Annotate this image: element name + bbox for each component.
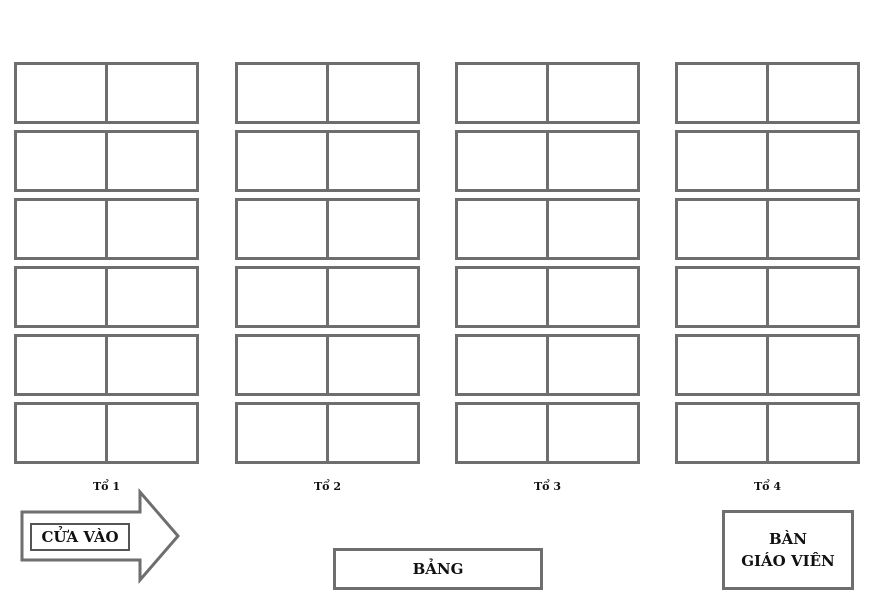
desk-seat bbox=[766, 133, 857, 189]
teacher-desk: BÀN GIÁO VIÊN bbox=[722, 510, 854, 590]
student-desk bbox=[235, 198, 420, 260]
desk-seat bbox=[326, 133, 417, 189]
group-label: Tổ 4 bbox=[753, 480, 781, 493]
desk-seat bbox=[458, 65, 546, 121]
student-desk bbox=[235, 402, 420, 464]
desk-seat bbox=[458, 269, 546, 325]
desk-seat bbox=[458, 337, 546, 393]
student-desk bbox=[455, 198, 640, 260]
group-label: Tổ 1 bbox=[92, 480, 120, 493]
student-desk bbox=[235, 62, 420, 124]
desk-seat bbox=[766, 337, 857, 393]
student-desk bbox=[455, 130, 640, 192]
student-desk bbox=[235, 334, 420, 396]
desk-seat bbox=[17, 269, 105, 325]
desk-seat bbox=[17, 337, 105, 393]
desk-seat bbox=[546, 405, 637, 461]
desk-seat bbox=[458, 405, 546, 461]
desk-seat bbox=[546, 133, 637, 189]
desk-seat bbox=[678, 65, 766, 121]
desk-seat bbox=[326, 65, 417, 121]
desk-seat bbox=[105, 65, 196, 121]
blackboard: BẢNG bbox=[333, 548, 543, 590]
desk-seat bbox=[238, 337, 326, 393]
group-label: Tổ 3 bbox=[533, 480, 561, 493]
desk-seat bbox=[238, 405, 326, 461]
desk-seat bbox=[546, 337, 637, 393]
desk-seat bbox=[17, 65, 105, 121]
desk-seat bbox=[546, 269, 637, 325]
entrance: CỬA VÀO bbox=[20, 488, 180, 584]
desk-seat bbox=[766, 269, 857, 325]
desk-seat bbox=[678, 405, 766, 461]
student-desk bbox=[675, 402, 860, 464]
student-desk bbox=[14, 334, 199, 396]
student-desk bbox=[675, 266, 860, 328]
desk-seat bbox=[105, 269, 196, 325]
student-desk bbox=[455, 334, 640, 396]
desk-seat bbox=[105, 405, 196, 461]
desk-seat bbox=[546, 65, 637, 121]
desk-seat bbox=[105, 337, 196, 393]
teacher-desk-label-line1: BÀN bbox=[768, 530, 808, 548]
desk-seat bbox=[458, 133, 546, 189]
student-desk bbox=[455, 266, 640, 328]
student-desk bbox=[235, 266, 420, 328]
desk-seat bbox=[546, 201, 637, 257]
desk-group-3: Tổ 3 bbox=[455, 62, 640, 493]
desk-seat bbox=[17, 201, 105, 257]
desk-seat bbox=[17, 133, 105, 189]
student-desk bbox=[14, 130, 199, 192]
student-desk bbox=[675, 130, 860, 192]
desk-seat bbox=[766, 201, 857, 257]
student-desk bbox=[675, 62, 860, 124]
desk-seat bbox=[326, 405, 417, 461]
student-desk bbox=[675, 198, 860, 260]
desk-seat bbox=[458, 201, 546, 257]
desk-seat bbox=[678, 201, 766, 257]
desk-seat bbox=[238, 201, 326, 257]
door-label: CỬA VÀO bbox=[30, 523, 130, 551]
teacher-desk-label-line2: GIÁO VIÊN bbox=[741, 552, 835, 570]
desk-seat bbox=[326, 337, 417, 393]
student-desk bbox=[675, 334, 860, 396]
desk-seat bbox=[17, 405, 105, 461]
desk-seat bbox=[678, 133, 766, 189]
desk-seat bbox=[238, 65, 326, 121]
desk-seat bbox=[766, 65, 857, 121]
student-desk bbox=[14, 402, 199, 464]
student-desk bbox=[14, 266, 199, 328]
desk-seat bbox=[678, 337, 766, 393]
student-desk bbox=[14, 198, 199, 260]
desk-group-1: Tổ 1 bbox=[14, 62, 199, 493]
desk-seat bbox=[326, 201, 417, 257]
desk-seat bbox=[766, 405, 857, 461]
student-desk bbox=[235, 130, 420, 192]
desk-group-4: Tổ 4 bbox=[675, 62, 860, 493]
desk-seat bbox=[105, 133, 196, 189]
desk-seat bbox=[238, 269, 326, 325]
desk-seat bbox=[678, 269, 766, 325]
desk-seat bbox=[238, 133, 326, 189]
desk-seat bbox=[105, 201, 196, 257]
student-desk bbox=[14, 62, 199, 124]
group-label: Tổ 2 bbox=[313, 480, 341, 493]
student-desk bbox=[455, 402, 640, 464]
desk-group-2: Tổ 2 bbox=[235, 62, 420, 493]
desk-seat bbox=[326, 269, 417, 325]
student-desk bbox=[455, 62, 640, 124]
